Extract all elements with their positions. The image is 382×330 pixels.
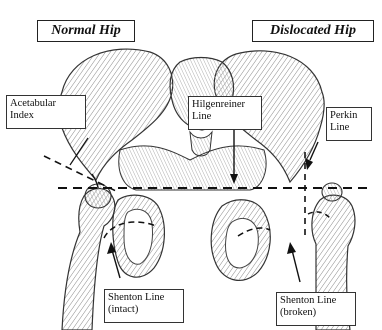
shenton-broken-label-line2: (broken) <box>280 307 352 319</box>
dislocated-hip-title: Dislocated Hip <box>252 20 374 42</box>
shenton-intact-label-line1: Shenton Line <box>108 292 180 304</box>
perkin-line-label: Perkin Line <box>326 107 372 141</box>
hilgenreiner-line-label-line2: Line <box>192 111 258 123</box>
shenton-intact-label-line2: (intact) <box>108 304 180 316</box>
normal-hip-title: Normal Hip <box>37 20 135 42</box>
shenton-broken-label: Shenton Line (broken) <box>276 292 356 326</box>
acetabular-index-label-line2: Index <box>10 110 82 122</box>
pubic-region <box>119 146 266 190</box>
hilgenreiner-line-label: Hilgenreiner Line <box>188 96 262 130</box>
hilgenreiner-line-label-line1: Hilgenreiner <box>192 99 258 111</box>
perkin-line-label-line1: Perkin <box>330 110 368 122</box>
shenton-intact-label: Shenton Line (intact) <box>104 289 184 323</box>
acetabular-index-label-line1: Acetabular <box>10 98 82 110</box>
acetabular-index-label: Acetabular Index <box>6 95 86 129</box>
shenton-broken-label-line1: Shenton Line <box>280 295 352 307</box>
right-femoral-head <box>322 183 342 201</box>
perkin-line-label-line2: Line <box>330 122 368 134</box>
